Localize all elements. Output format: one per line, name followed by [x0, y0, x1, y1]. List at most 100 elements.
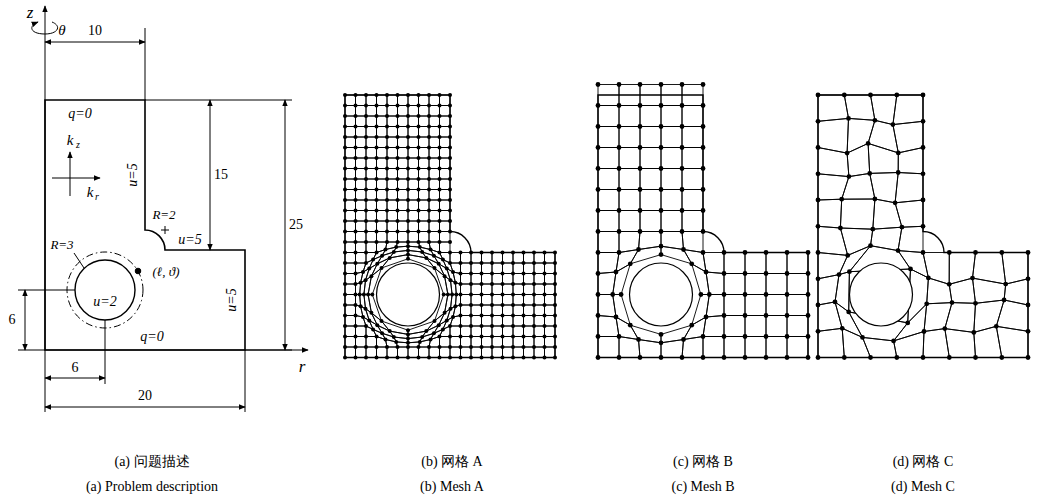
mesh-node [480, 293, 484, 297]
mesh-node [553, 293, 557, 297]
mesh-lines [598, 85, 808, 358]
dimension-text: 6 [9, 313, 16, 327]
mesh-node [406, 341, 410, 345]
mesh-node [543, 251, 547, 255]
mesh-node [522, 314, 526, 318]
mesh-node [480, 314, 484, 318]
dimension-text: 25 [289, 218, 303, 232]
mesh-node [490, 345, 494, 349]
mesh-node [448, 324, 452, 328]
mesh-node [617, 187, 622, 192]
mesh-node [396, 177, 400, 181]
mesh-node [921, 171, 926, 176]
boundary-condition: u=5 [126, 163, 140, 186]
mesh-node [375, 146, 379, 150]
mesh-node [385, 198, 389, 202]
mesh-node [343, 356, 347, 360]
mesh-node [453, 281, 457, 285]
mesh-node [553, 261, 557, 265]
mesh-node [480, 303, 484, 307]
mesh-node [532, 293, 536, 297]
mesh-node [522, 251, 526, 255]
mesh-node [459, 272, 463, 276]
mesh-node [443, 311, 447, 315]
mesh-node [532, 335, 536, 339]
mesh-node [371, 258, 375, 262]
mesh-node [922, 329, 927, 334]
caption-cn: (b) 网格 A [421, 455, 482, 469]
mesh-node [816, 303, 821, 308]
mesh-node [354, 261, 358, 265]
mesh-node [427, 177, 431, 181]
mesh-node [816, 171, 821, 176]
mesh-node [816, 355, 821, 360]
mesh-node [806, 355, 811, 360]
mesh-node [511, 272, 515, 276]
problem-sketch [18, 6, 308, 412]
mesh-node [699, 292, 704, 297]
mesh-node [359, 281, 363, 285]
mesh-node [364, 307, 368, 311]
mesh-node [364, 345, 368, 349]
mesh-node [553, 272, 557, 276]
kr-arrow [52, 178, 100, 179]
mesh-node [921, 224, 926, 229]
mesh-node [358, 293, 362, 297]
mesh-node [385, 345, 389, 349]
mesh-node [427, 146, 431, 150]
mesh-node [406, 188, 410, 192]
hole [377, 263, 440, 326]
mesh-node [816, 93, 821, 98]
mesh-node [438, 104, 442, 108]
mesh-node [501, 303, 505, 307]
mesh-node [427, 188, 431, 192]
mesh-node [659, 208, 664, 213]
mesh-node [417, 230, 421, 234]
mesh-node [427, 135, 431, 139]
mesh-node [438, 198, 442, 202]
mesh-node [385, 156, 389, 160]
mesh-node [1026, 276, 1031, 281]
mesh-node [543, 282, 547, 286]
mesh-outline [818, 95, 1028, 358]
mesh-node [427, 230, 431, 234]
mesh-node [354, 345, 358, 349]
mesh-node [406, 240, 410, 244]
mesh-node [385, 104, 389, 108]
mesh-node [785, 334, 790, 339]
mesh-node [417, 156, 421, 160]
mesh-node [522, 282, 526, 286]
mesh-node [659, 145, 664, 150]
axis-label: θ [58, 23, 65, 38]
mesh-node [385, 114, 389, 118]
mesh-node [701, 334, 706, 339]
mesh-node [638, 208, 643, 213]
mesh-node [364, 356, 368, 360]
mesh-node [406, 244, 410, 248]
mesh-node [596, 208, 601, 213]
mesh-node [532, 356, 536, 360]
mesh-node [707, 292, 712, 297]
mesh-node [511, 356, 515, 360]
mesh-node [722, 313, 727, 318]
mesh-node [343, 230, 347, 234]
mesh-node [785, 292, 790, 297]
subscript: z [76, 140, 80, 150]
mesh-node [343, 198, 347, 202]
mesh-node [384, 338, 388, 342]
mesh-node [454, 293, 458, 297]
mesh-node [638, 229, 643, 234]
mesh-node [343, 104, 347, 108]
mesh-node [370, 293, 374, 297]
mesh-node [354, 356, 358, 360]
mesh-node [806, 313, 811, 318]
mesh-node [343, 135, 347, 139]
mesh-node [453, 304, 457, 308]
mesh-node [375, 104, 379, 108]
mesh-node [532, 282, 536, 286]
mesh-node [614, 270, 619, 275]
mesh-node [846, 310, 851, 315]
point-label: (ℓ, ϑ) [153, 265, 180, 278]
mesh-node [375, 177, 379, 181]
mesh-node [427, 167, 431, 171]
